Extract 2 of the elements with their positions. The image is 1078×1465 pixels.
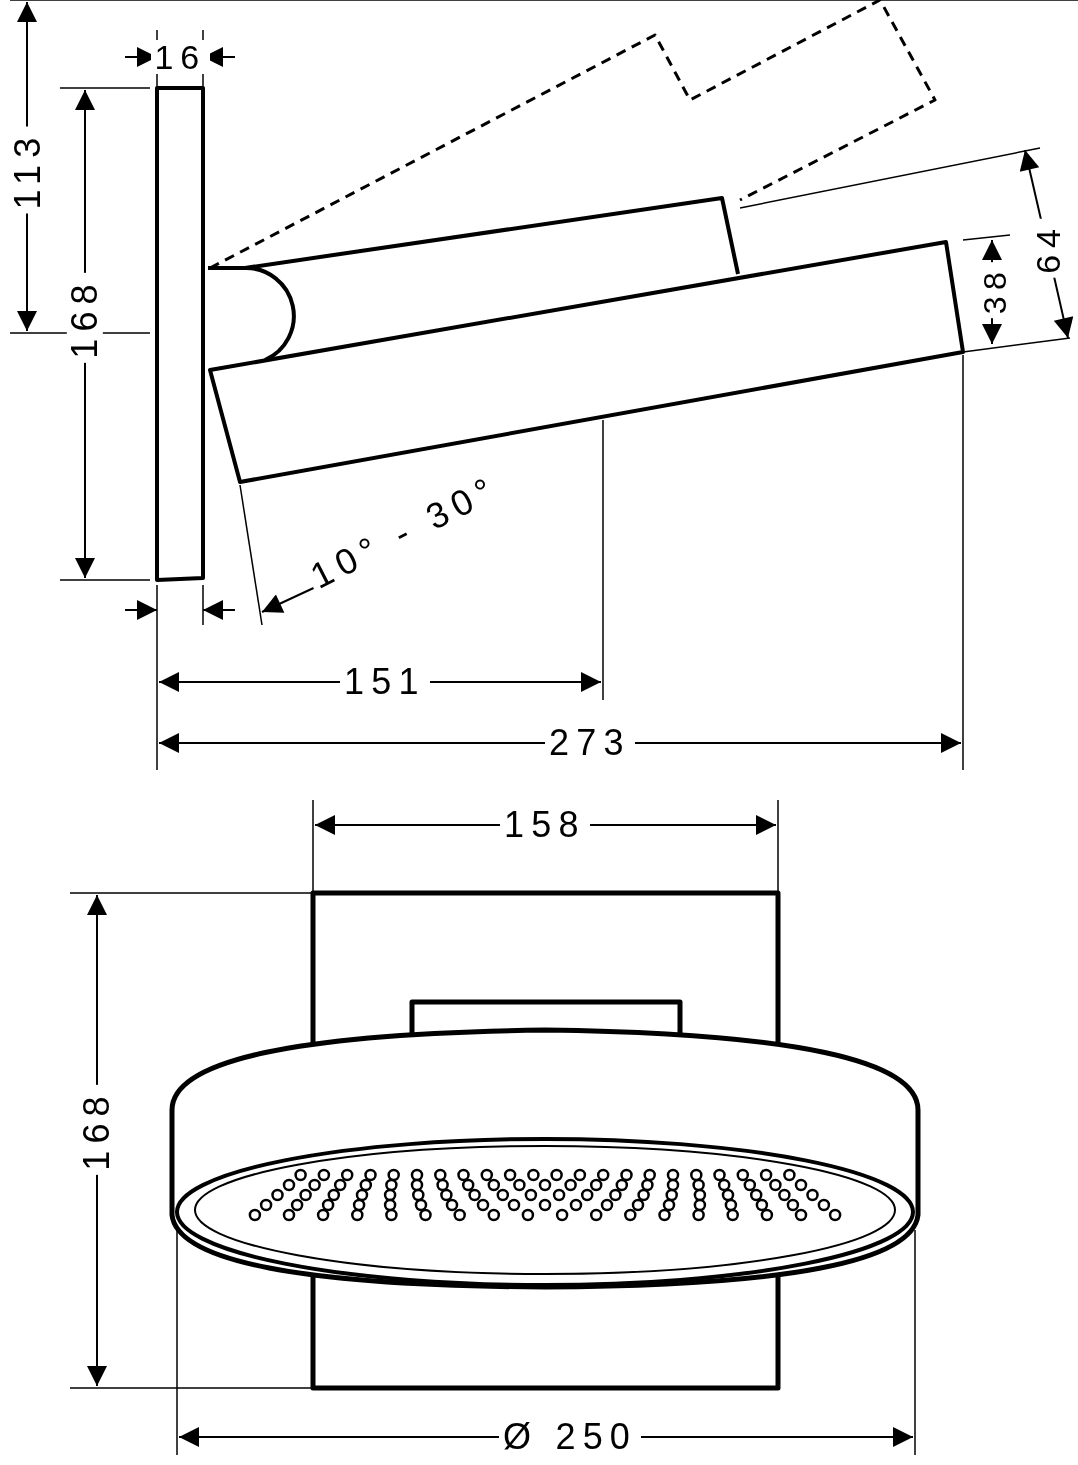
dimension-label: 16 <box>150 40 210 74</box>
dimension-label: 168 <box>66 273 103 363</box>
